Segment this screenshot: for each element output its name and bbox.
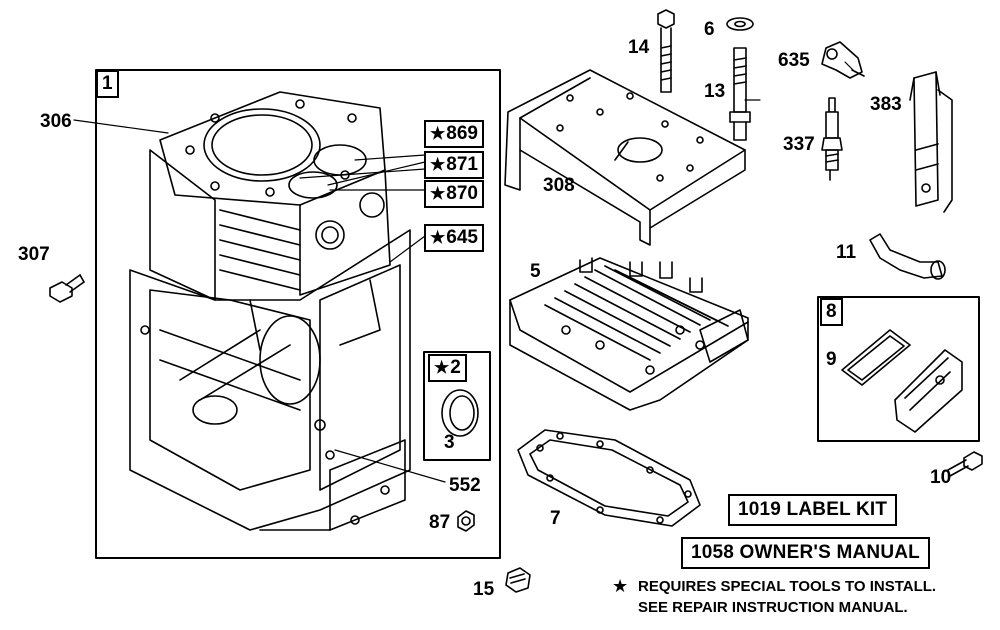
callout-5: 5	[530, 261, 541, 282]
cover-group-frame	[817, 296, 980, 442]
owners-manual-box: 1058 OWNER'S MANUAL	[681, 537, 930, 569]
group-label-1: 1	[96, 70, 119, 98]
shroud-308-drawing	[504, 69, 746, 246]
special-tools-note-line1: REQUIRES SPECIAL TOOLS TO INSTALL.	[638, 578, 937, 595]
callout-635: 635	[778, 50, 810, 71]
block-leader-lines	[73, 119, 446, 483]
seal-group-frame	[423, 351, 491, 461]
cylinder-head-5-drawing	[509, 257, 749, 411]
part-number-645: 645	[446, 227, 478, 248]
special-tools-star: ★	[430, 155, 446, 174]
group-label-8: 8	[820, 298, 843, 326]
boot-635-drawing	[821, 41, 865, 79]
plug-15-drawing	[505, 567, 531, 593]
group-label-2: ★2	[428, 354, 467, 382]
callout-87: 87	[429, 512, 451, 533]
callout-871: ★871	[424, 151, 484, 179]
callout-10: 10	[930, 467, 952, 488]
callout-645: ★645	[424, 224, 484, 252]
callout-307: 307	[18, 244, 50, 265]
seal-3-drawing	[441, 389, 479, 437]
spark-plug-337-drawing	[821, 97, 843, 181]
callout-306: 306	[40, 111, 72, 132]
cylinder-block-drawing	[129, 91, 411, 531]
cover-8-drawing	[894, 349, 963, 433]
callout-552: 552	[449, 475, 481, 496]
head-gasket-7-drawing	[517, 429, 701, 527]
gasket-9-drawing	[841, 329, 911, 386]
block-group-frame	[95, 69, 501, 559]
special-tools-star: ★	[430, 124, 446, 143]
group-2-number: 2	[450, 357, 461, 378]
callout-7: 7	[550, 508, 561, 529]
callout-869: ★869	[424, 120, 484, 148]
special-tools-star-glyph: ★	[612, 576, 628, 597]
callout-9: 9	[826, 349, 837, 370]
callout-13: 13	[704, 81, 726, 102]
armature-383-drawing	[909, 71, 953, 213]
special-tools-star: ★	[430, 184, 446, 203]
label-kit-box: 1019 LABEL KIT	[728, 494, 898, 526]
screw-10-drawing	[947, 451, 983, 477]
special-tools-star: ★	[430, 228, 446, 247]
callout-383: 383	[870, 94, 902, 115]
callout-870: ★870	[424, 180, 484, 208]
callout-6: 6	[704, 19, 715, 40]
callout-14: 14	[628, 37, 650, 58]
special-tools-star: ★	[434, 358, 450, 377]
leader-lines	[744, 61, 856, 101]
tube-11-drawing	[869, 233, 946, 280]
nut-87-drawing	[457, 510, 475, 532]
callout-3: 3	[444, 432, 455, 453]
stud-13-drawing	[729, 47, 751, 141]
part-number-870: 870	[446, 183, 478, 204]
callout-11: 11	[836, 242, 857, 263]
callout-15: 15	[473, 579, 495, 600]
part-number-871: 871	[446, 154, 478, 175]
screw-307-drawing	[49, 274, 85, 303]
bolt-14-drawing	[657, 9, 675, 93]
part-number-869: 869	[446, 123, 478, 144]
special-tools-note-line2: SEE REPAIR INSTRUCTION MANUAL.	[638, 599, 908, 616]
callout-337: 337	[783, 134, 815, 155]
washer-6-drawing	[726, 17, 754, 31]
callout-308: 308	[543, 175, 575, 196]
